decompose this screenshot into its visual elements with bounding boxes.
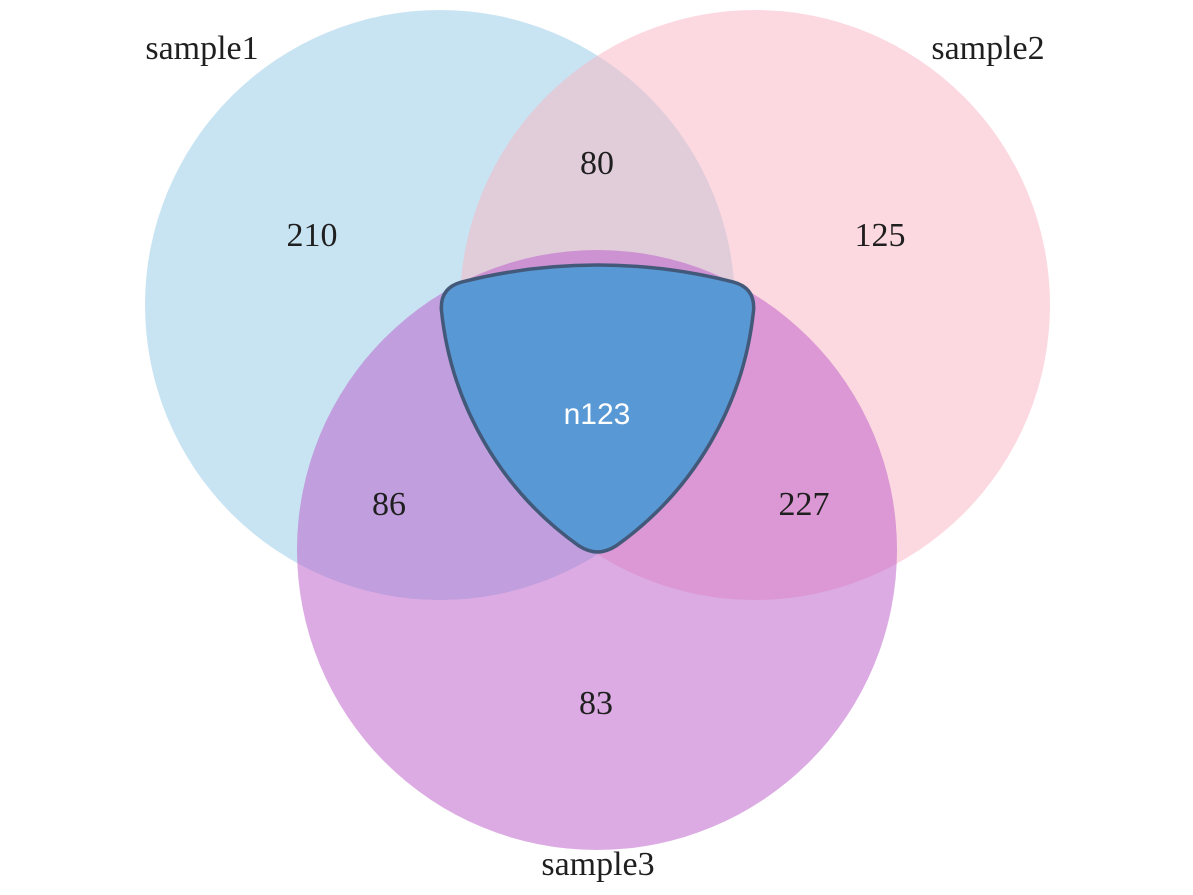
- count-sample1-sample3: 86: [372, 486, 406, 523]
- sample2-label: sample2: [931, 30, 1044, 67]
- count-sample1-sample2: 80: [580, 145, 614, 182]
- sample1-label: sample1: [145, 30, 258, 67]
- count-sample1-only: 210: [287, 217, 338, 254]
- triple-intersection-region: [439, 263, 756, 554]
- sample3-label: sample3: [541, 846, 654, 883]
- count-sample2-only: 125: [855, 217, 906, 254]
- count-sample3-only: 83: [579, 685, 613, 722]
- triple-intersection-label: n123: [564, 398, 631, 431]
- count-sample2-sample3: 227: [779, 486, 830, 523]
